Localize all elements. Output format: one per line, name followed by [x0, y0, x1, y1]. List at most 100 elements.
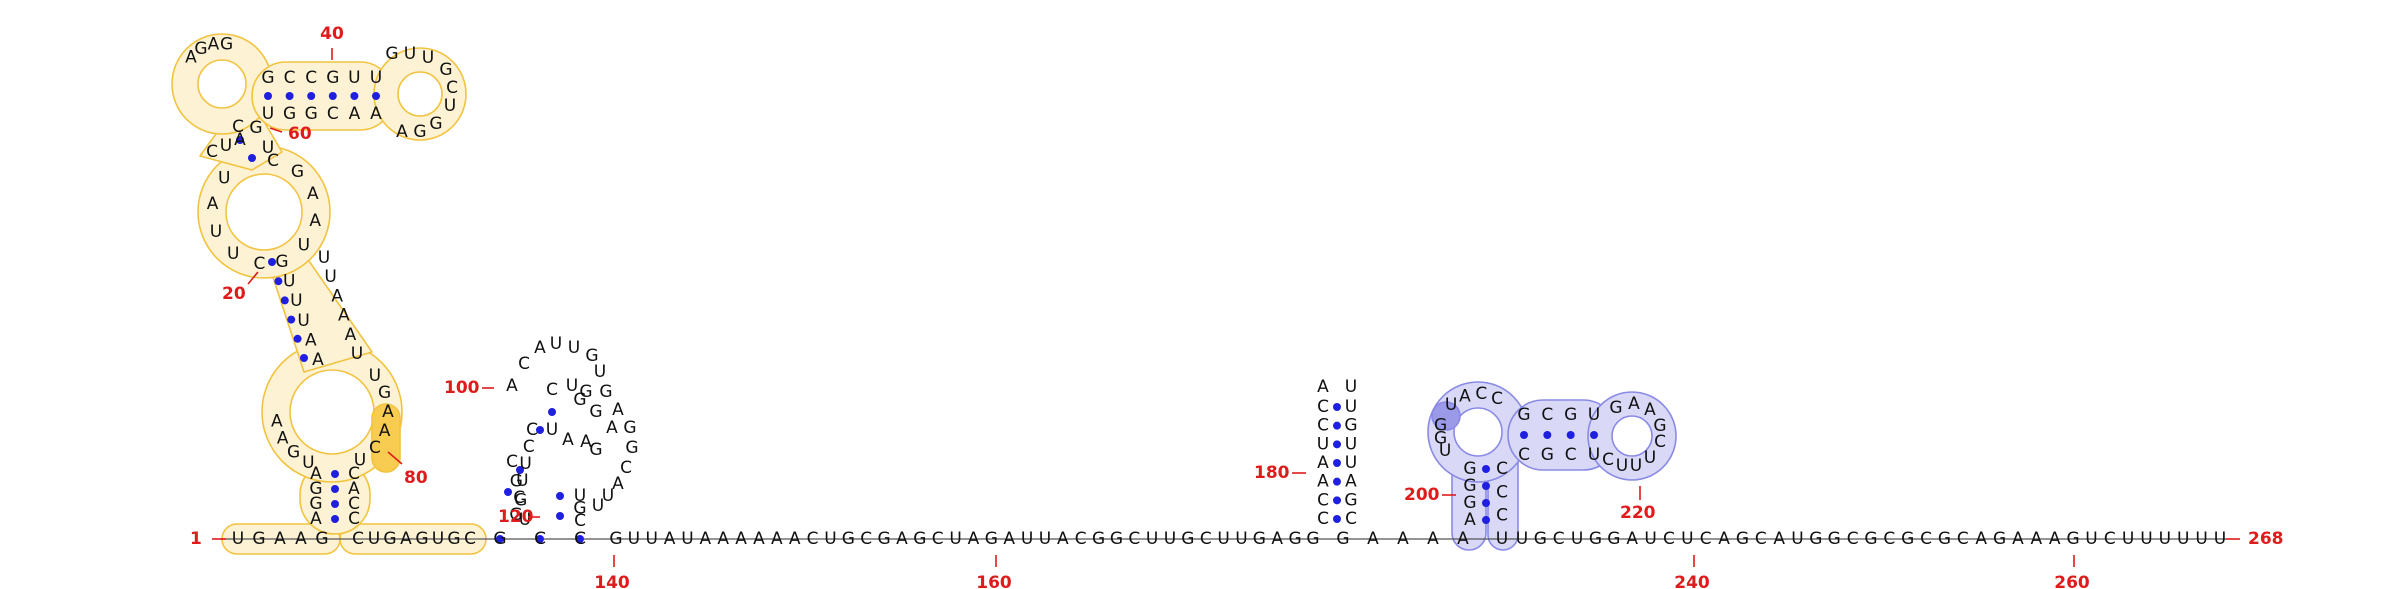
nucleotide: U — [227, 244, 239, 264]
nucleotide: G — [383, 529, 396, 549]
nucleotide: U — [297, 311, 309, 331]
nucleotide: U — [566, 376, 578, 396]
nucleotide: C — [348, 494, 360, 514]
nucleotide: A — [307, 184, 319, 204]
nucleotide: C — [369, 438, 381, 458]
nucleotide: U — [422, 48, 434, 68]
nucleotide: U — [1039, 529, 1051, 549]
nucleotide: G — [305, 104, 318, 124]
nucleotide: A — [664, 529, 676, 549]
position-label-140: 140 — [594, 573, 630, 589]
nucleotide: G — [1336, 529, 1349, 549]
nucleotide: U — [444, 96, 456, 116]
nucleotide: C — [1496, 459, 1508, 479]
base-pair-dot — [328, 92, 337, 100]
nucleotide: G — [877, 529, 890, 549]
nucleotide: A — [274, 529, 286, 549]
nucleotide: G — [220, 35, 233, 55]
nucleotide: A — [370, 104, 382, 124]
nucleotide: U — [2214, 529, 2226, 549]
nucleotide: C — [352, 529, 364, 549]
nucleotide: G — [429, 114, 442, 134]
nucleotide: A — [338, 306, 350, 326]
nucleotide: G — [1463, 493, 1476, 513]
base-pair-dot — [280, 296, 289, 305]
position-label-160: 160 — [976, 573, 1012, 589]
nucleotide: U — [1345, 453, 1357, 473]
base-pair-dot — [504, 488, 512, 496]
nucleotide: G — [1864, 529, 1877, 549]
nucleotide: U — [232, 529, 244, 549]
nucleotide: U — [404, 44, 416, 64]
nucleotide: U — [298, 235, 310, 255]
nucleotide: C — [2104, 529, 2116, 549]
base-pair-dot — [287, 315, 296, 324]
nucleotide: A — [534, 338, 546, 358]
nucleotide: U — [568, 338, 580, 358]
nucleotide: C — [506, 452, 518, 472]
domain1-upper-loop-hole — [225, 173, 303, 251]
nucleotide: A — [310, 509, 322, 529]
domain2-hairpin-hole — [1611, 415, 1653, 457]
nucleotide: C — [1491, 389, 1503, 409]
nucleotide: G — [1306, 529, 1319, 549]
nucleotide: U — [602, 486, 614, 506]
nucleotide: U — [1681, 529, 1693, 549]
nucleotide: C — [232, 117, 244, 137]
nucleotide: A — [1427, 529, 1439, 549]
nucleotide: A — [1626, 529, 1638, 549]
nucleotide: A — [396, 122, 408, 142]
nucleotide: U — [351, 344, 363, 364]
nucleotide: C — [513, 488, 525, 508]
position-label-220: 220 — [1620, 503, 1656, 523]
nucleotide: C — [546, 380, 558, 400]
nucleotide: C — [860, 529, 872, 549]
nucleotide: U — [354, 450, 366, 470]
nucleotide: U — [318, 248, 330, 268]
nucleotide: G — [842, 529, 855, 549]
position-label-260: 260 — [2054, 573, 2090, 589]
nucleotide: C — [1496, 482, 1508, 502]
nucleotide: U — [2195, 529, 2207, 549]
nucleotide: U — [1217, 529, 1229, 549]
base-pair-dot — [248, 154, 256, 162]
nucleotide: C — [932, 529, 944, 549]
nucleotide: G — [1653, 416, 1666, 436]
nucleotide: A — [1644, 400, 1656, 420]
nucleotide: U — [681, 529, 693, 549]
nucleotide: A — [771, 529, 783, 549]
base-pair-dot — [556, 512, 564, 520]
nucleotide: G — [510, 471, 523, 491]
base-pair-dot — [331, 470, 339, 478]
nucleotide: C — [1345, 509, 1357, 529]
nucleotide: A — [562, 430, 574, 450]
nucleotide: A — [753, 529, 765, 549]
base-pair-dot — [285, 92, 294, 100]
nucleotide: U — [2122, 529, 2134, 549]
base-pair-dot — [1590, 431, 1598, 439]
nucleotide: G — [589, 440, 602, 460]
nucleotide: G — [585, 346, 598, 366]
nucleotide: C — [446, 78, 458, 98]
nucleotide: U — [262, 104, 274, 124]
nucleotide: C — [348, 509, 360, 529]
base-pair-dot — [556, 492, 564, 500]
nucleotide: U — [592, 496, 604, 516]
nucleotide: G — [1181, 529, 1194, 549]
nucleotide: A — [185, 48, 197, 68]
nucleotide: A — [1317, 377, 1329, 397]
nucleotide: C — [1075, 529, 1087, 549]
nucleotide: A — [277, 429, 289, 449]
nucleotide: C — [574, 511, 586, 531]
nucleotide: G — [309, 479, 322, 499]
nucleotide: A — [305, 330, 317, 350]
domain2-highlight-cap — [1431, 401, 1461, 431]
nucleotide: U — [283, 272, 295, 292]
nucleotide: G — [1809, 529, 1822, 549]
nucleotide: G — [1463, 459, 1476, 479]
nucleotide: G — [194, 39, 207, 59]
nucleotide: G — [1110, 529, 1123, 549]
nucleotide: U — [1644, 448, 1656, 468]
nucleotide: U — [1021, 529, 1033, 549]
